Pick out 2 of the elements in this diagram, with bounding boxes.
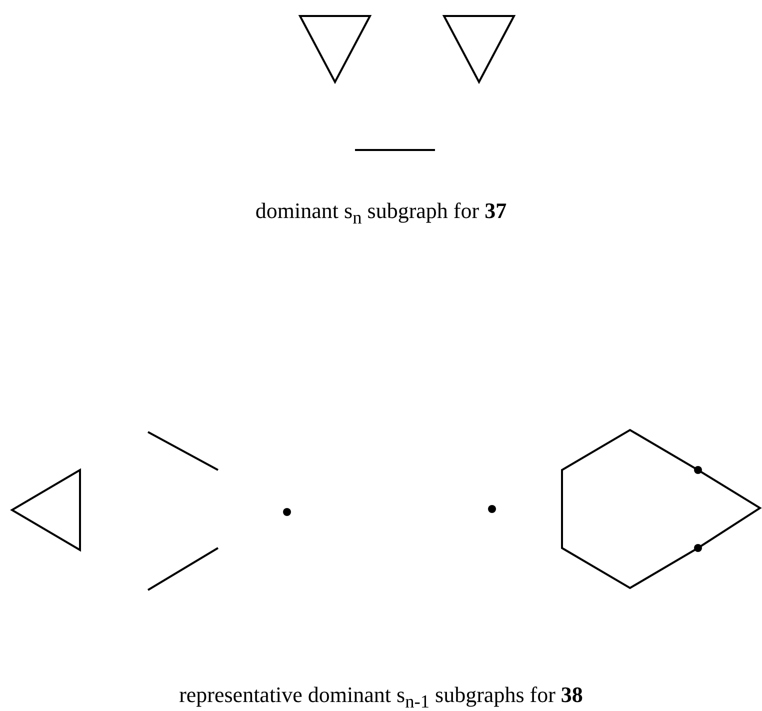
figure-caption: dominant s$_{n}$ subgraph for 37 — [254, 198, 508, 228]
figure-caption: representative dominant s$_{n-1}$ subgraphs for 38 — [178, 682, 584, 711]
